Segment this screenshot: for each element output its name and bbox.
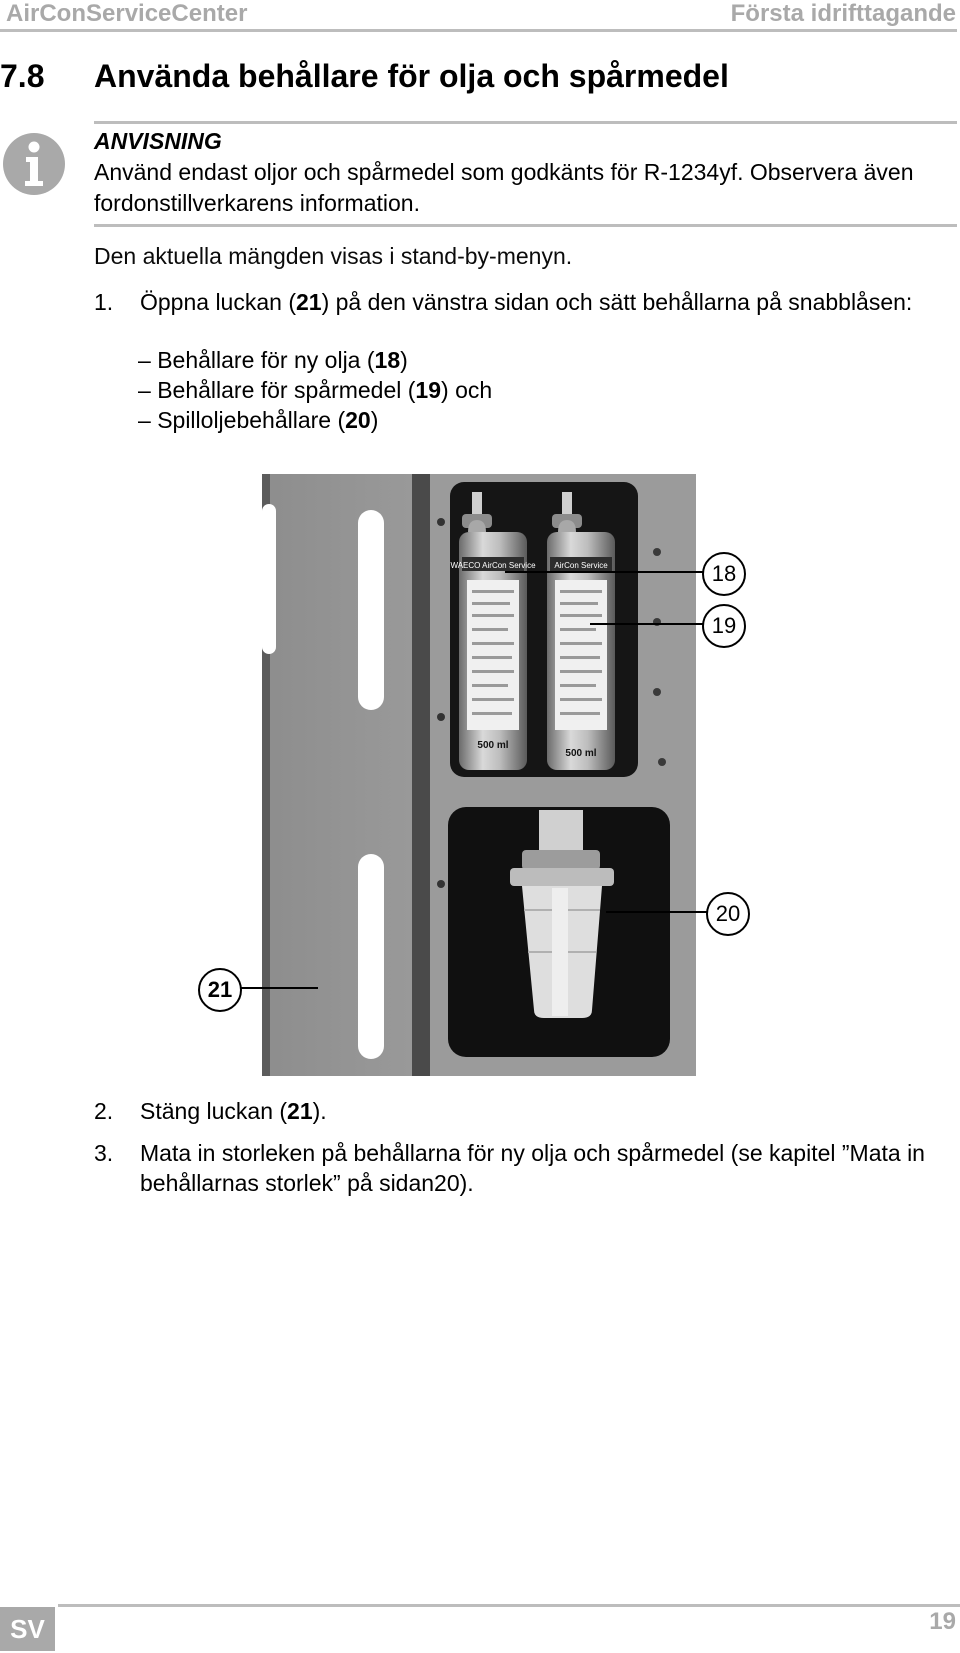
can-left-volume: 500 ml: [477, 740, 508, 751]
callout-21: 21: [198, 968, 242, 1012]
leader-line-20: [606, 911, 707, 913]
note-rule-bottom: [94, 224, 957, 227]
step-number: 2.: [94, 1098, 114, 1124]
note-rule-top: [94, 121, 957, 124]
step-number: 3.: [94, 1140, 114, 1166]
list-item: – Behållare för spårmedel (19) och: [138, 377, 492, 404]
note-label: ANVISNING: [94, 128, 222, 154]
step-text: Mata in storleken på behållarna för ny o…: [140, 1140, 925, 1196]
callout-18: 18: [702, 552, 746, 596]
dash: –: [138, 407, 151, 433]
reference-number: 21: [287, 1098, 313, 1124]
list-item-text-post: ): [400, 347, 408, 373]
step-2: 2. Stäng luckan (21).: [94, 1096, 327, 1126]
list-item: – Spilloljebehållare (20): [138, 407, 378, 434]
callout-20: 20: [706, 892, 750, 936]
step-number: 1.: [94, 289, 114, 315]
reference-number: 21: [295, 289, 322, 315]
device-photo: WAECO AirCon Service AirCon Service 500 …: [262, 462, 696, 1076]
leader-line-21: [240, 987, 318, 989]
running-header-chapter: Första idrifttagande: [730, 0, 956, 27]
list-item-text: Behållare för ny olja (: [157, 347, 375, 373]
language-tab: SV: [0, 1607, 55, 1651]
running-header-product: AirConServiceCenter: [6, 0, 248, 27]
callout-19: 19: [702, 604, 746, 648]
step-text-pre: Stäng luckan (: [140, 1098, 288, 1124]
reference-number: 20: [345, 407, 371, 433]
section-title: Använda behållare för olja och spårmedel: [94, 58, 729, 94]
footer-rule: [58, 1604, 960, 1607]
list-item: – Behållare för ny olja (18): [138, 347, 408, 374]
can-left-brand: WAECO AirCon Service: [450, 561, 536, 570]
list-item-text-post: ) och: [441, 377, 493, 403]
step-text-pre: Öppna luckan (: [140, 289, 296, 315]
reference-number: 19: [415, 377, 442, 403]
header-rule: [0, 29, 957, 32]
step-text-post: ) på den vänstra sidan och sätt behållar…: [321, 289, 913, 315]
step-1: 1. Öppna luckan (21) på den vänstra sida…: [94, 287, 960, 317]
can-right-brand: AirCon Service: [554, 561, 608, 570]
note-text: Använd endast oljor och spårmedel som go…: [94, 159, 914, 216]
list-item-text: Behållare för spårmedel (: [157, 377, 416, 403]
step-text-post: ).: [312, 1098, 327, 1124]
list-item-text: Spilloljebehållare (: [157, 407, 346, 433]
can-right-volume: 500 ml: [565, 748, 596, 759]
leader-line-18: [505, 571, 703, 573]
info-icon: [3, 133, 65, 195]
leader-line-19: [590, 623, 703, 625]
intro-paragraph: Den aktuella mängden visas i stand-by-me…: [94, 243, 573, 269]
step-text: Öppna luckan (21) på den vänstra sidan o…: [94, 287, 960, 317]
page-number: 19: [929, 1608, 956, 1635]
dash: –: [138, 347, 151, 373]
step-3: 3. Mata in storleken på behållarna för n…: [94, 1138, 960, 1198]
list-item-text-post: ): [370, 407, 379, 433]
reference-number: 18: [374, 347, 401, 373]
section-number: 7.8: [0, 58, 45, 94]
dash: –: [138, 377, 151, 403]
step-text: Stäng luckan (21).: [94, 1096, 327, 1126]
